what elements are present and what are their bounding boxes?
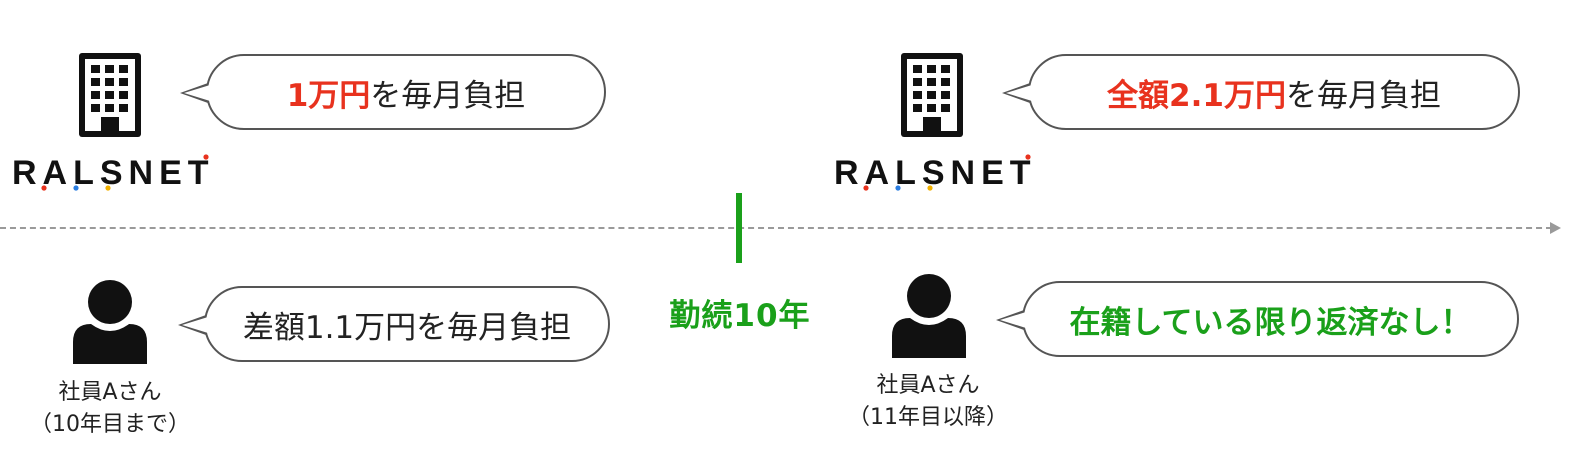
milestone-label: 勤続10年 xyxy=(669,298,811,334)
employee-bubble-before-text: 差額1.1万円を毎月負担 xyxy=(242,309,572,346)
employee-caption-before: 社員Aさん （10年目まで） xyxy=(20,377,200,441)
timeline-arrow-icon xyxy=(1550,222,1561,234)
company-logo: RALSNET xyxy=(834,154,1037,192)
employee-caption-after-line1: 社員Aさん xyxy=(876,373,980,398)
logo-dots xyxy=(41,154,209,191)
employee-bubble-after-highlight: 在籍している限り返済なし！ xyxy=(1069,304,1472,341)
building-icon xyxy=(901,53,963,137)
employee-caption-after-line2: （11年目以降） xyxy=(848,404,1008,430)
logo-text: RALSNET xyxy=(834,154,1037,192)
person-icon xyxy=(73,280,147,364)
logo-dots xyxy=(863,154,1031,191)
milestone-marker xyxy=(736,193,742,263)
employee-caption-before-line2: （10年目まで） xyxy=(30,411,190,437)
logo-text: RALSNET xyxy=(12,154,215,192)
company-bubble-before: 1万円を毎月負担 xyxy=(180,54,606,130)
timeline-line xyxy=(0,227,1552,229)
company-bubble-after: 全額2.1万円を毎月負担 xyxy=(1002,54,1520,130)
employee-caption-after: 社員Aさん （11年目以降） xyxy=(838,370,1018,434)
employee-caption-before-line1: 社員Aさん xyxy=(58,380,162,405)
building-icon xyxy=(79,53,141,137)
employee-bubble-before: 差額1.1万円を毎月負担 xyxy=(178,286,610,362)
company-bubble-before-highlight: 1万円 xyxy=(286,77,371,114)
person-icon xyxy=(892,274,966,358)
company-bubble-before-rest: を毎月負担 xyxy=(370,77,526,114)
employee-bubble-after: 在籍している限り返済なし！ xyxy=(996,281,1519,357)
company-bubble-after-highlight: 全額2.1万円 xyxy=(1107,77,1286,114)
company-bubble-after-rest: を毎月負担 xyxy=(1285,77,1441,114)
company-logo: RALSNET xyxy=(12,154,215,192)
